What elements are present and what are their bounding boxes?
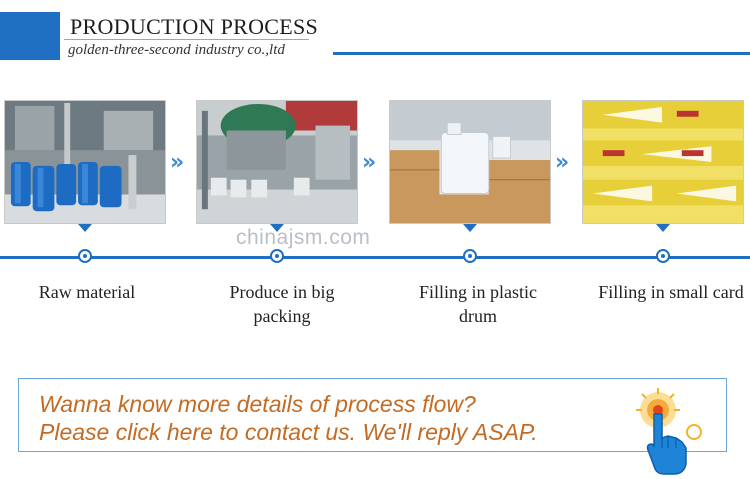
timeline-node <box>78 249 92 263</box>
timeline-node <box>270 249 284 263</box>
step-label-big-packing: Produce in big packing <box>229 282 335 326</box>
timeline-node <box>656 249 670 263</box>
double-chevron-right-icon: » <box>362 150 376 175</box>
page-title: PRODUCTION PROCESS <box>70 14 319 39</box>
image-pointer <box>463 224 477 232</box>
image-pointer <box>270 224 284 232</box>
timeline-line <box>0 256 750 259</box>
title-underline <box>64 39 309 40</box>
double-chevron-right-icon: » <box>555 150 569 175</box>
step-label-small-card: Filling in small card <box>598 282 744 302</box>
cta-line-2[interactable]: Please click here to contact us. We'll r… <box>39 419 538 445</box>
cta-line-1[interactable]: Wanna know more details of process flow? <box>39 391 476 417</box>
step-image-plastic-drum <box>389 100 551 224</box>
page-subtitle: golden-three-second industry co.,ltd <box>68 42 285 58</box>
watermark: chinajsm.com <box>236 226 371 249</box>
header-divider <box>333 52 750 55</box>
contact-cta-box[interactable]: Wanna know more details of process flow?… <box>18 378 727 452</box>
image-pointer <box>78 224 92 232</box>
header-accent-block <box>0 12 60 60</box>
step-image-raw-material <box>4 100 166 224</box>
image-pointer <box>656 224 670 232</box>
step-label-plastic-drum: Filling in plastic drum <box>418 282 537 326</box>
step-label-raw-material: Raw material <box>38 282 136 302</box>
double-chevron-right-icon: » <box>170 150 184 175</box>
pointing-hand-icon[interactable] <box>620 388 710 476</box>
step-image-big-packing <box>196 100 358 224</box>
timeline-node <box>463 249 477 263</box>
step-image-small-card <box>582 100 744 224</box>
